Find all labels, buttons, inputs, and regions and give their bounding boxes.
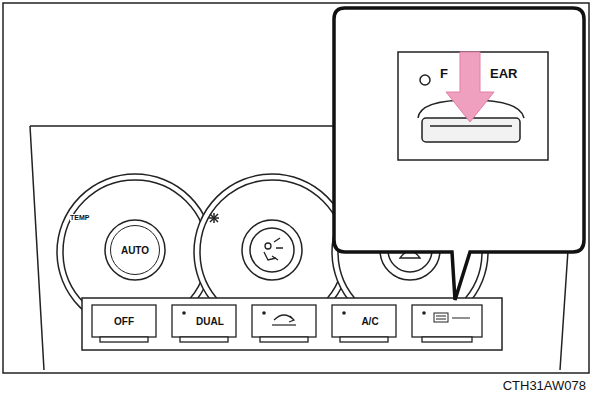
buttons	[92, 305, 482, 342]
push-button: OFF	[96, 309, 152, 333]
zoomed-button-text: F	[440, 66, 448, 81]
figure-frame	[3, 3, 589, 373]
rear-defog-icon	[434, 313, 470, 322]
zoomed-button	[398, 52, 548, 160]
push-button: DUAL	[188, 309, 232, 333]
button-label: OFF	[114, 316, 134, 327]
button-label: A/C	[361, 316, 378, 327]
zoomed-button-text: EAR	[490, 66, 517, 81]
airflow-icon	[264, 238, 283, 260]
recirc-icon	[272, 315, 296, 325]
push-arrow	[446, 52, 494, 122]
push-button: A/C	[348, 309, 392, 333]
button-label: DUAL	[196, 316, 224, 327]
knob-label: TEMP	[70, 214, 89, 221]
figure-code: CTH31AW078	[503, 378, 586, 393]
knob-button: AUTO	[110, 225, 160, 275]
button-strip	[82, 298, 502, 350]
callout-bubble	[334, 8, 584, 300]
button-label: AUTO	[121, 245, 149, 256]
fan-symbol	[209, 213, 219, 223]
